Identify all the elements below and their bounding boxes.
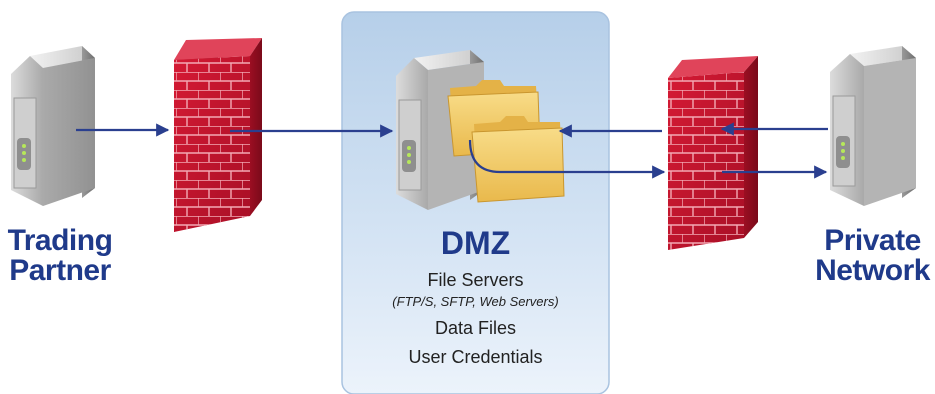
label-line: Network	[815, 254, 930, 287]
trading-partner-server-icon	[11, 46, 95, 206]
label-line: Private	[824, 224, 921, 257]
connection-arrows	[76, 122, 828, 179]
left-firewall-icon	[174, 38, 262, 232]
arrow-icon	[468, 139, 666, 179]
trading-partner-label: Trading Partner	[0, 226, 120, 286]
right-firewall-icon	[668, 56, 758, 250]
private-network-label: Private Network	[810, 226, 935, 286]
file-servers-text: File Servers	[427, 270, 524, 290]
data-files-text: Data Files	[434, 318, 517, 338]
file-servers-subtext: (FTP/S, SFTP, Web Servers)	[392, 294, 559, 309]
private-network-server-icon	[830, 46, 916, 206]
folder-icon	[471, 116, 565, 203]
label-line: Trading	[7, 224, 113, 257]
label-line: Partner	[9, 254, 111, 287]
user-credentials-text: User Credentials	[408, 347, 543, 367]
dmz-title: DMZ	[440, 225, 511, 261]
